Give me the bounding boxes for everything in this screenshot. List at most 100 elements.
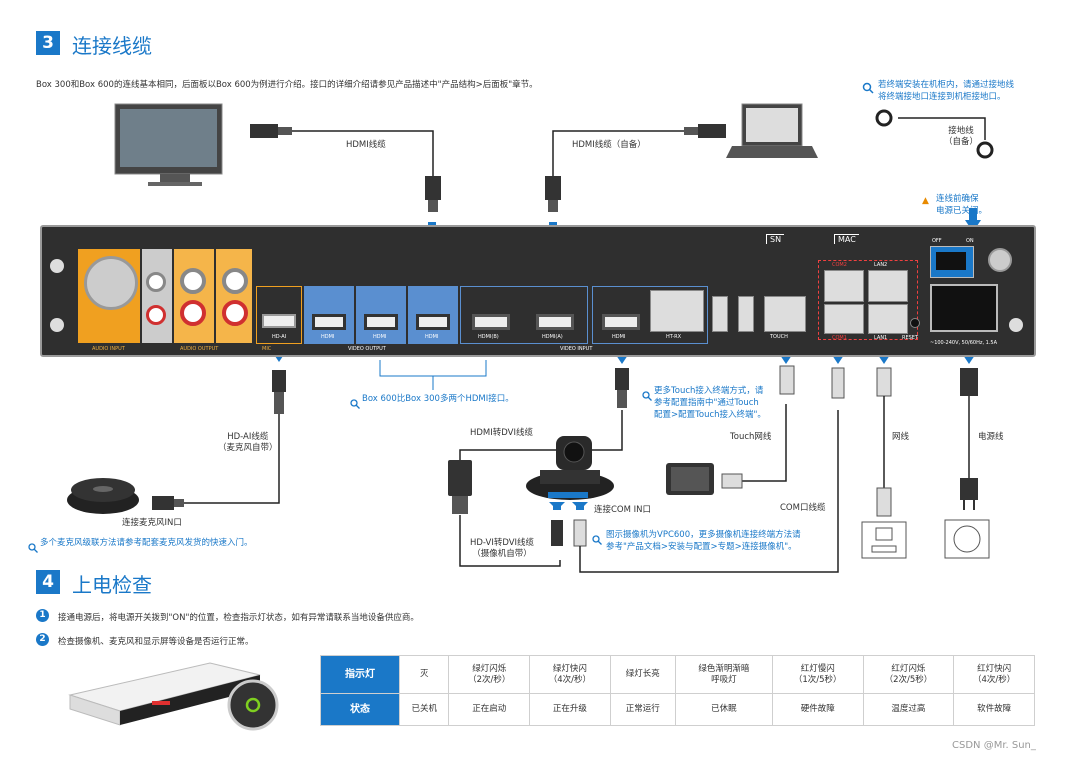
hdmi-plug-icon <box>425 176 441 200</box>
hdmi-in-port[interactable] <box>602 314 640 330</box>
step-text: 检查摄像机、麦克风和显示屏等设备是否运行正常。 <box>58 637 254 647</box>
com2-label: COM2 <box>832 262 847 268</box>
lan1-port[interactable] <box>868 304 908 334</box>
ground-cable-label: 接地线 （自备） <box>944 126 979 147</box>
power-cable-label: 电源线 <box>978 432 1004 442</box>
lan2-port[interactable] <box>868 270 908 302</box>
ground-note: 若终端安装在机柜内，请通过接地线 将终端接地口连接到机柜接地口。 <box>878 80 1015 102</box>
hdmi-cable-label: HDMI线缆 <box>346 140 386 150</box>
state-cell: 已休眠 <box>674 693 773 726</box>
hd-ai-port[interactable] <box>262 314 296 328</box>
hdmi-diff-note: Box 600比Box 300多两个HDMI接口。 <box>362 394 514 404</box>
terminal-device-illustration <box>68 662 279 731</box>
power-inlet[interactable] <box>930 284 998 332</box>
ground-terminal[interactable] <box>988 248 1012 272</box>
power-switch-rocker <box>936 252 966 270</box>
usb-port[interactable] <box>738 296 754 332</box>
network-socket-icon <box>861 521 907 559</box>
power-spec-label: ~100-240V, 50/60Hz, 1.5A <box>930 340 998 346</box>
sn-label: SN <box>766 234 785 244</box>
state-cell: 正常运行 <box>609 693 676 726</box>
state-cell: 软件故障 <box>953 693 1035 726</box>
step-text: 接通电源后，将电源开关拨到"ON"的位置，检查指示灯状态，如有异常请联系当地设备… <box>58 613 419 623</box>
hdmi-out-port-2[interactable] <box>312 314 346 330</box>
indicator-header: 指示灯 <box>320 655 400 694</box>
state-header: 状态 <box>320 693 400 726</box>
state-cell: 已关机 <box>398 693 450 726</box>
search-icon <box>350 394 360 413</box>
hdmi-own-cable-label: HDMI线缆（自备） <box>572 140 646 150</box>
step-number: 1 <box>36 609 49 622</box>
state-cell: 温度过高 <box>862 693 955 726</box>
camera-icon <box>526 436 614 500</box>
rca-out-l[interactable] <box>180 268 206 294</box>
indicator-cell: 灭 <box>398 655 450 694</box>
camera-note: 图示摄像机为VPC600，更多摄像机连接终端方法请 参考"产品文档>安装与配置>… <box>606 530 801 552</box>
audio-input-label: AUDIO INPUT <box>92 346 125 352</box>
hd-ai-frame <box>256 286 302 344</box>
power-warning-note: 连线前确保 电源已关闭。 <box>936 194 988 216</box>
touch-cable-label: Touch网线 <box>730 432 772 442</box>
lan2-label: LAN2 <box>874 262 888 268</box>
rca-out2-r[interactable] <box>222 300 248 326</box>
hdmi-b-label: HDMI(B) <box>478 334 499 340</box>
touch-panel-icon <box>666 463 714 495</box>
ground-lug-icon <box>875 109 893 127</box>
mic-note: 多个麦克风级联方法请参考配套麦克风发货的快速入门。 <box>40 538 253 548</box>
reset-button[interactable] <box>910 318 920 328</box>
hdmi-dvi-cable-label: HDMI转DVI线缆 <box>470 428 533 438</box>
search-icon <box>28 538 38 557</box>
hd-ai-cable-label: HD-AI线缆 （麦克风自带） <box>218 432 278 453</box>
indicator-cell: 红灯快闪 （4次/秒） <box>953 655 1035 694</box>
indicator-cell: 绿灯长亮 <box>609 655 676 694</box>
rca-port-l[interactable] <box>146 272 166 292</box>
section-4-title: 上电检查 <box>72 573 152 597</box>
indicator-status-table: 指示灯 灭 绿灯闪烁 （2次/秒） 绿灯快闪 （4次/秒） 绿灯长亮 绿色渐明渐… <box>320 655 1035 726</box>
screw-icon <box>50 259 64 273</box>
indicator-cell: 绿灯闪烁 （2次/秒） <box>448 655 531 694</box>
com1-port[interactable] <box>824 304 864 334</box>
hdmi-in-b-port[interactable] <box>472 314 510 330</box>
rca-port-r[interactable] <box>146 305 166 325</box>
lan1-label: LAN1 <box>874 335 888 341</box>
on-label: ON <box>966 238 974 244</box>
step-number: 2 <box>36 633 49 646</box>
state-cell: 正在升级 <box>529 693 611 726</box>
search-icon <box>642 386 652 405</box>
xlr-port[interactable] <box>84 256 138 310</box>
hd-ai-label: HD-AI <box>272 334 287 340</box>
hdmi-label: HDMI <box>373 334 387 340</box>
hdmi-a-label: HDMI(A) <box>542 334 563 340</box>
section-3-intro: Box 300和Box 600的连线基本相同，后面板以Box 600为例进行介绍… <box>36 80 538 90</box>
hdmi-cable-laptop <box>552 130 684 176</box>
indicator-cell: 红灯闪烁 （2次/5秒） <box>862 655 955 694</box>
search-icon <box>862 79 874 98</box>
video-input-ab-frame <box>460 286 588 344</box>
audio-input-rca-block <box>142 249 172 343</box>
search-icon <box>592 530 602 549</box>
hdmi-out-port-1[interactable] <box>416 314 450 330</box>
com2-port[interactable] <box>824 270 864 302</box>
hdmi-in-a-port[interactable] <box>536 314 574 330</box>
indicator-cell: 绿色渐明渐暗 呼吸灯 <box>674 655 773 694</box>
usb-port[interactable] <box>712 296 728 332</box>
ht-rx-port[interactable] <box>650 290 704 332</box>
touch-port[interactable] <box>764 296 806 332</box>
audio-output-block <box>174 249 214 343</box>
power-socket-icon <box>944 519 990 559</box>
hdmi-out-port-3[interactable] <box>364 314 398 330</box>
mic-label: MIC <box>262 346 272 352</box>
rca-out2-l[interactable] <box>222 268 248 294</box>
screw-icon <box>1009 318 1023 332</box>
rca-out-r[interactable] <box>180 300 206 326</box>
screw-icon <box>50 318 64 332</box>
ht-rx-label: HT-RX <box>666 334 682 340</box>
state-cell: 硬件故障 <box>771 693 864 726</box>
section-3-number: 3 <box>36 31 60 55</box>
audio-output-block-2 <box>216 249 252 343</box>
state-cell: 正在启动 <box>448 693 531 726</box>
mac-label: MAC <box>834 234 859 244</box>
com-lan-frame <box>818 260 918 340</box>
video-input-1-frame <box>592 286 708 344</box>
reset-label: RESET <box>902 335 919 341</box>
